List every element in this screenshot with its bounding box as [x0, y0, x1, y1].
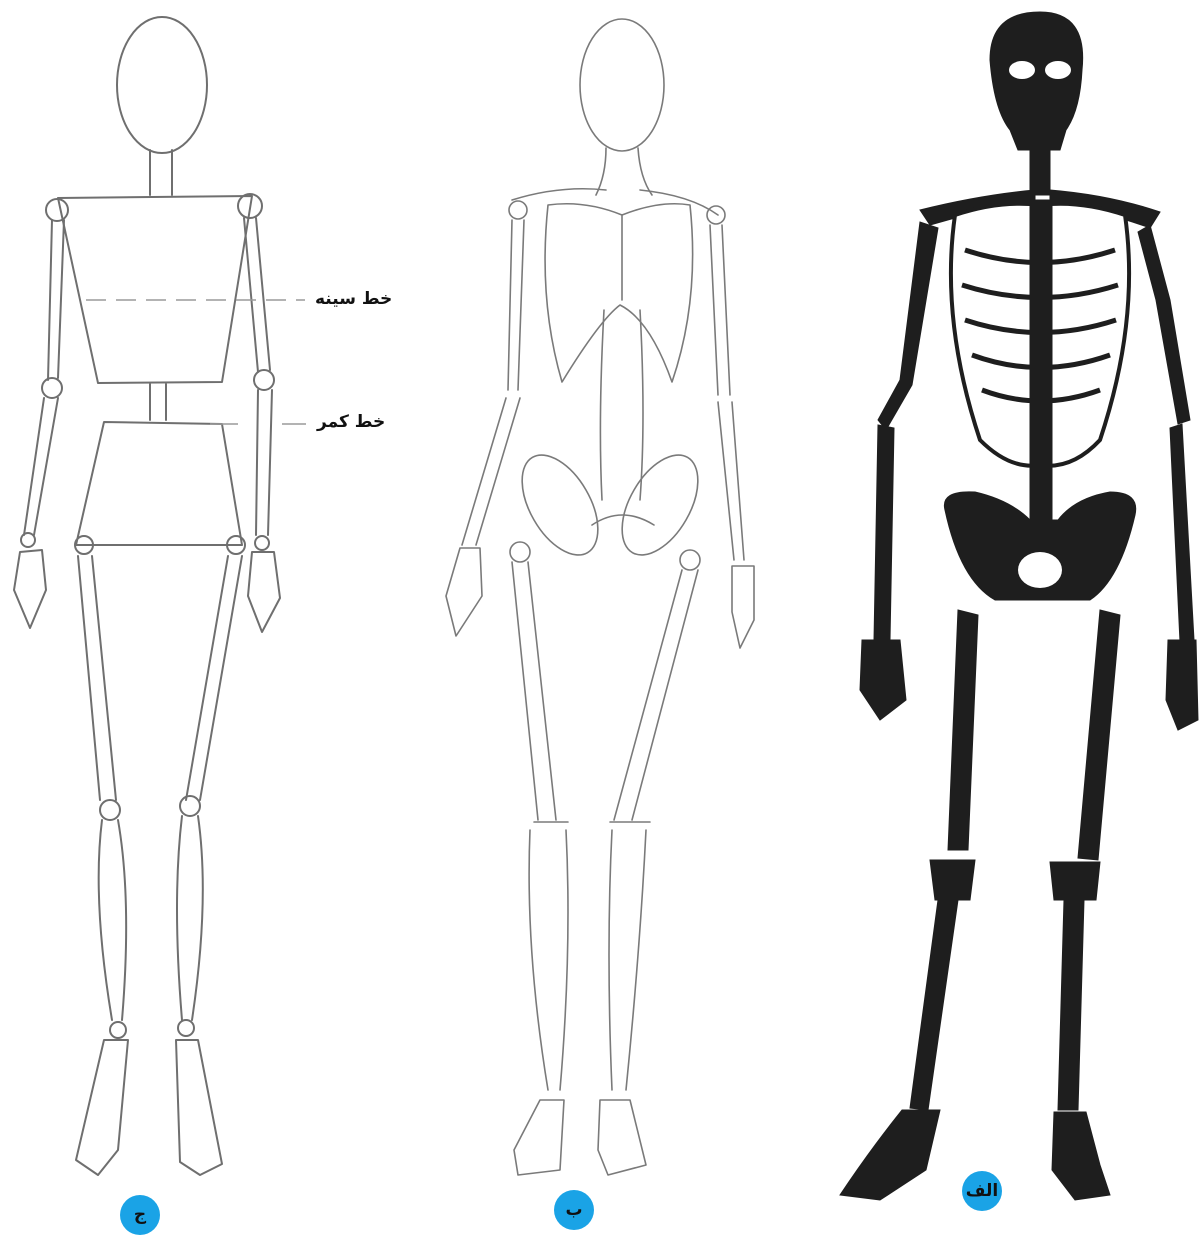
sketch-head: [580, 19, 664, 151]
mannequin-thigh-right: [78, 556, 116, 800]
sketch-hand-right: [446, 548, 482, 636]
mannequin-head: [117, 17, 207, 153]
block-mannequin-figure: [14, 17, 306, 1175]
skeleton-upper-arm-left: [1138, 225, 1190, 424]
sketch-foot-right: [514, 1100, 564, 1175]
sketch-rib-cage: [545, 204, 693, 382]
skeleton-tibia-left: [1058, 900, 1084, 1110]
anatomical-sketch-figure: [446, 19, 754, 1175]
sketch-shoulder-right: [509, 201, 527, 219]
mannequin-upper-arm-right: [48, 220, 64, 380]
sketch-forearm-left: [718, 402, 744, 560]
mannequin-shin-right: [99, 820, 127, 1020]
skeleton-knee-right: [930, 860, 975, 900]
sketch-neck: [596, 148, 652, 195]
mannequin-elbow-left: [254, 370, 274, 390]
skeleton-forearm-right: [874, 425, 894, 640]
mannequin-ankle-right: [110, 1022, 126, 1038]
mannequin-chest: [58, 196, 252, 383]
badge-anatomical-sketch: ب: [554, 1190, 594, 1230]
skeleton-forearm-left: [1170, 424, 1194, 642]
waist-line-label: خط کمر: [317, 412, 385, 432]
skeleton-tibia-right: [910, 900, 958, 1110]
skeleton-cervical-spine: [1030, 150, 1050, 195]
skeleton-knee-left: [1050, 862, 1100, 900]
mannequin-knee-left: [180, 796, 200, 816]
skeleton-femur-right: [948, 610, 978, 850]
skeleton-femur-left: [1078, 610, 1120, 860]
sketch-upper-arm-left: [710, 225, 730, 395]
skeleton-foot-left: [1052, 1112, 1110, 1200]
sketch-foot-left: [598, 1100, 646, 1175]
skeleton-spine: [1030, 200, 1052, 520]
sketch-shin-left: [609, 830, 646, 1090]
mannequin-hand-left: [248, 552, 280, 632]
skeleton-figure: [840, 12, 1198, 1200]
chest-line-label: خط سینه: [315, 289, 392, 309]
sketch-pelvis-right: [507, 442, 614, 567]
sketch-thigh-left: [614, 570, 698, 820]
sketch-spine: [600, 310, 643, 500]
mannequin-shin-left: [177, 816, 203, 1020]
skeleton-upper-arm-right: [878, 222, 938, 430]
sketch-hip-right: [510, 542, 530, 562]
sketch-clavicles: [512, 189, 718, 215]
mannequin-waist: [150, 384, 166, 420]
mannequin-knee-right: [100, 800, 120, 820]
mannequin-neck: [150, 150, 172, 195]
mannequin-pelvis: [76, 422, 242, 545]
skeleton-eye-socket-right: [1009, 61, 1035, 79]
mannequin-foot-right: [76, 1040, 128, 1175]
sketch-thigh-right: [512, 562, 556, 820]
sketch-shin-right: [529, 830, 568, 1090]
sketch-hand-left: [732, 566, 754, 648]
mannequin-thigh-left: [186, 556, 242, 800]
sketch-upper-arm-right: [508, 220, 524, 390]
mannequin-elbow-right: [42, 378, 62, 398]
mannequin-wrist-right: [21, 533, 35, 547]
mannequin-forearm-left: [256, 390, 272, 535]
badge-block-mannequin: ج: [120, 1195, 160, 1235]
skeleton-hand-right: [860, 640, 906, 720]
mannequin-upper-arm-left: [244, 218, 270, 372]
skeleton-eye-socket-left: [1045, 61, 1071, 79]
sketch-forearm-right: [462, 398, 520, 545]
mannequin-hand-right: [14, 550, 46, 628]
skeleton-pelvic-opening: [1018, 552, 1062, 588]
mannequin-ankle-left: [178, 1020, 194, 1036]
skeleton-foot-right: [840, 1110, 940, 1200]
badge-skeleton: الف: [962, 1171, 1002, 1211]
mannequin-forearm-right: [24, 398, 58, 535]
mannequin-wrist-left: [255, 536, 269, 550]
sketch-hip-left: [680, 550, 700, 570]
mannequin-foot-left: [176, 1040, 222, 1175]
skeleton-skull: [990, 12, 1083, 150]
skeleton-hand-left: [1166, 640, 1198, 730]
sketch-pelvis-left: [607, 442, 714, 567]
sketch-shoulder-left: [707, 206, 725, 224]
mannequin-shoulder-right: [46, 199, 68, 221]
